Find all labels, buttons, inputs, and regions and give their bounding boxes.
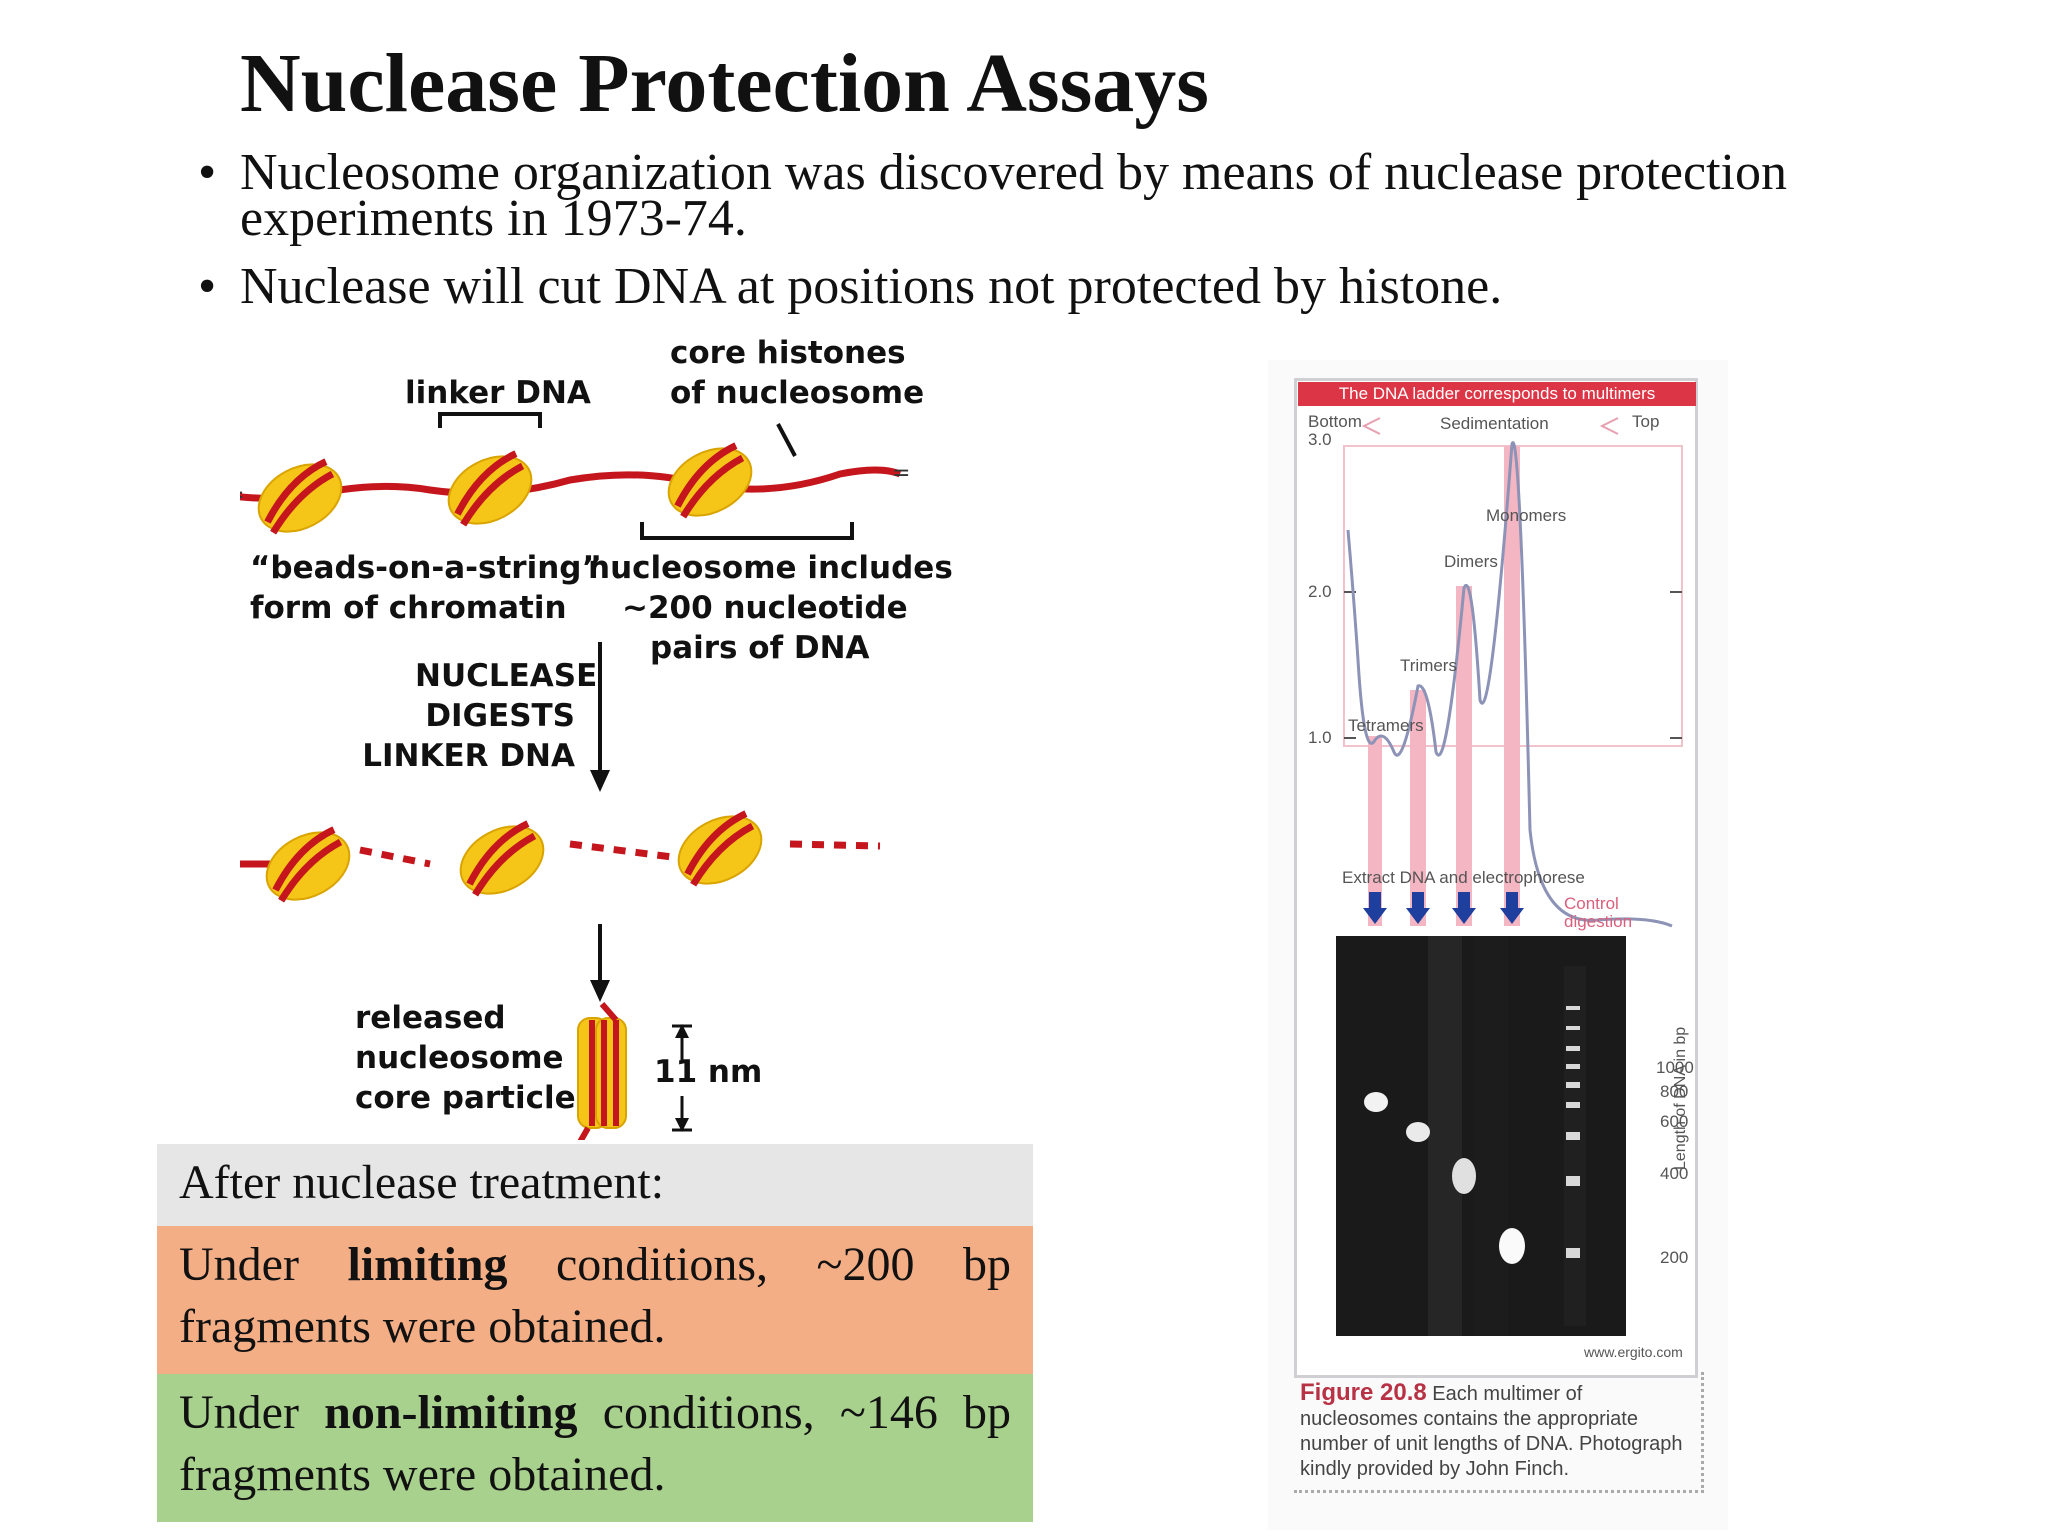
bp-tick: 600 [1660, 1112, 1689, 1131]
nucleosome-icon [657, 435, 763, 529]
released-label: core particle [355, 1080, 576, 1116]
histone-pointer [776, 423, 797, 457]
arrow-down-icon [590, 770, 610, 792]
peak-label: Trimers [1400, 656, 1457, 675]
released-label: nucleosome [355, 1040, 564, 1076]
watermark: www.ergito.com [1584, 1344, 1683, 1360]
bullet-list: Nucleosome organization was discovered b… [198, 147, 1898, 332]
non-limiting-text: conditions, ~146 bp fragments were obtai… [179, 1386, 1011, 1501]
dna-ladder-figure: The DNA ladder corresponds to multimers … [1268, 360, 1728, 1530]
nuclease-label: NUCLEASE [415, 658, 598, 694]
nuclease-label: DIGESTS [425, 698, 575, 734]
tetramer-band [1368, 736, 1382, 926]
beads-label: form of chromatin [250, 590, 567, 626]
bp-tick: 400 [1660, 1164, 1689, 1183]
nucleosome-icon [437, 443, 543, 537]
limiting-text: Under [179, 1238, 348, 1291]
control-label: digestion [1564, 912, 1633, 931]
nucleosome-icon [255, 819, 361, 913]
monomer-band [1504, 446, 1520, 926]
non-limiting-text: Under [179, 1386, 325, 1439]
extract-label: Extract DNA and electrophorese [1342, 868, 1585, 887]
limiting-keyword: limiting [347, 1238, 508, 1291]
limiting-box: Under limiting conditions, ~200 bp fragm… [157, 1226, 1033, 1374]
bullet-item: Nuclease will cut DNA at positions not p… [198, 261, 1898, 313]
nuclease-label: LINKER DNA [362, 738, 575, 774]
gel-image [1336, 936, 1626, 1336]
figure-caption: Figure 20.8 Each multimer of nucleosomes… [1294, 1372, 1704, 1493]
dimer-band [1456, 586, 1472, 926]
bottom-label: Bottom [1308, 412, 1362, 431]
beads-label: “beads-on-a-string” [250, 550, 602, 586]
includes-label: pairs of DNA [650, 630, 870, 666]
gel-band [1499, 1228, 1525, 1264]
y-tick: 3.0 [1308, 430, 1332, 449]
peak-label: Dimers [1444, 552, 1498, 571]
trimer-band [1410, 690, 1426, 926]
bp-tick: 200 [1660, 1248, 1689, 1267]
ladder-bands [1566, 1006, 1580, 1258]
bullet-item: Nucleosome organization was discovered b… [198, 147, 1898, 245]
nucleosome-diagram: = = linker DNA core histones o [240, 330, 953, 1140]
limiting-text: conditions, ~200 bp fragments were obtai… [179, 1238, 1011, 1353]
result-boxes: After nuclease treatment: Under limiting… [157, 1144, 1033, 1522]
released-label: released [355, 1000, 506, 1036]
control-label: Control [1564, 894, 1619, 913]
nucleosome-icon [449, 813, 555, 907]
includes-label: nucleosome includes [588, 550, 953, 586]
diagram-graphics: = = [240, 412, 910, 1140]
boxes-header: After nuclease treatment: [157, 1144, 1033, 1226]
nucleosome-icon [247, 451, 353, 545]
non-limiting-keyword: non-limiting [324, 1386, 578, 1439]
core-histones-label: of nucleosome [670, 375, 925, 411]
nucleosome-icon [667, 803, 773, 897]
peak-label: Monomers [1486, 506, 1567, 525]
figure-header: The DNA ladder corresponds to multimers [1298, 382, 1696, 406]
top-label: Top [1632, 412, 1660, 431]
gel-bands [1364, 936, 1586, 1336]
size-label: 11 nm [654, 1054, 763, 1090]
peak-label: Tetramers [1348, 716, 1424, 735]
includes-label: ~200 nucleotide [622, 590, 908, 626]
absorbance-curve [1346, 441, 1673, 928]
sedimentation-label: Sedimentation [1440, 414, 1549, 433]
bp-tick: 800 [1660, 1082, 1689, 1101]
y-tick: 1.0 [1308, 728, 1332, 747]
page-title: Nuclease Protection Assays [240, 37, 1209, 130]
y-tick: 2.0 [1308, 582, 1332, 601]
core-particle-icon [577, 1002, 627, 1140]
figure-number: Figure 20.8 [1300, 1379, 1427, 1406]
linker-bracket [438, 412, 542, 428]
linker-dna-label: linker DNA [405, 375, 591, 411]
non-limiting-box: Under non-limiting conditions, ~146 bp f… [157, 1374, 1033, 1522]
caption-text: Each multimer of nucleosomes contains th… [1300, 1383, 1683, 1480]
svg-text:=: = [892, 461, 910, 486]
nucleosome-bracket [640, 522, 854, 540]
arrow-down-icon [590, 980, 610, 1002]
svg-text:=: = [240, 483, 244, 508]
arrow-down-icon [1363, 892, 1524, 924]
gel-band [1452, 1158, 1476, 1194]
gel-band [1364, 1092, 1388, 1112]
gel-band [1406, 1122, 1430, 1142]
core-histones-label: core histones [670, 335, 906, 371]
bp-tick: 1000 [1656, 1058, 1694, 1077]
sedimentation-plot [1343, 417, 1683, 928]
